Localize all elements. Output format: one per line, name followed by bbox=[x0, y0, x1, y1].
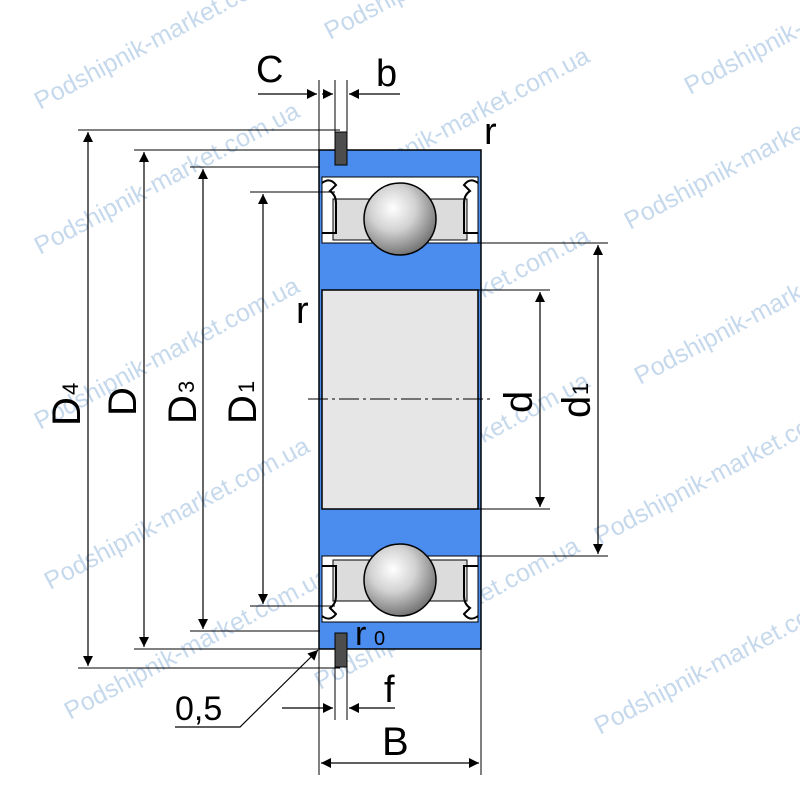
watermark-text: Podshipnik-market.com.ua bbox=[590, 387, 800, 551]
label-D4-sub: 4 bbox=[58, 383, 83, 395]
lower-ball bbox=[363, 543, 437, 617]
snap-ring-bottom bbox=[334, 632, 348, 668]
label-D4-main: D bbox=[45, 397, 89, 426]
watermark-text: Podshipnik-market.com.ua bbox=[620, 72, 800, 236]
label-d1-sub: 1 bbox=[568, 383, 593, 395]
label-f: f bbox=[384, 669, 395, 711]
label-r0-sub: 0 bbox=[374, 628, 385, 650]
watermark-text: Podshipnik-market.com.ua bbox=[630, 227, 800, 391]
lower-ball-assembly bbox=[321, 543, 479, 620]
label-D-main: D bbox=[101, 387, 145, 416]
label-d1: d 1 bbox=[555, 383, 599, 418]
upper-ball bbox=[363, 182, 437, 256]
label-r-top: r bbox=[484, 111, 497, 153]
snap-ring-top bbox=[334, 131, 348, 166]
label-D1-sub: 1 bbox=[234, 381, 259, 393]
watermark-text: Podshipnik-market.com.ua bbox=[590, 577, 800, 741]
upper-right-shield bbox=[462, 179, 479, 234]
label-C: C bbox=[256, 49, 283, 91]
label-b: b bbox=[376, 53, 397, 95]
label-D3-main: D bbox=[161, 395, 205, 424]
label-chamfer: 0,5 bbox=[175, 690, 222, 728]
label-D1-main: D bbox=[221, 395, 265, 424]
lower-left-shield bbox=[321, 565, 338, 620]
lower-right-shield bbox=[462, 565, 479, 620]
upper-ball-assembly bbox=[321, 179, 479, 256]
label-D: D bbox=[101, 387, 145, 416]
label-r-left: r bbox=[296, 290, 309, 332]
label-r0-main: r bbox=[355, 615, 366, 653]
watermark-text: Podshipnik-market.com.ua bbox=[320, 0, 595, 45]
label-D1: D 1 bbox=[221, 381, 265, 424]
label-D3: D 3 bbox=[161, 381, 205, 424]
label-d: d bbox=[497, 391, 541, 413]
chamfer-leader bbox=[175, 649, 319, 728]
upper-left-shield bbox=[321, 179, 338, 234]
extension-lines bbox=[78, 80, 608, 775]
label-D4: D 4 bbox=[45, 383, 89, 426]
watermark-text: Podshipnik-market.com.ua bbox=[680, 0, 800, 100]
label-d-main: d bbox=[497, 391, 541, 413]
label-B: B bbox=[382, 720, 409, 764]
label-D3-sub: 3 bbox=[174, 381, 199, 393]
dimension-lines bbox=[83, 89, 603, 768]
watermark-text: Podshipnik-market.com.ua bbox=[40, 432, 315, 596]
label-d1-main: d bbox=[555, 396, 599, 418]
labels: C b r r D 4 D D 3 D 1 d d 1 r 0 f 0,5 B bbox=[45, 49, 599, 764]
